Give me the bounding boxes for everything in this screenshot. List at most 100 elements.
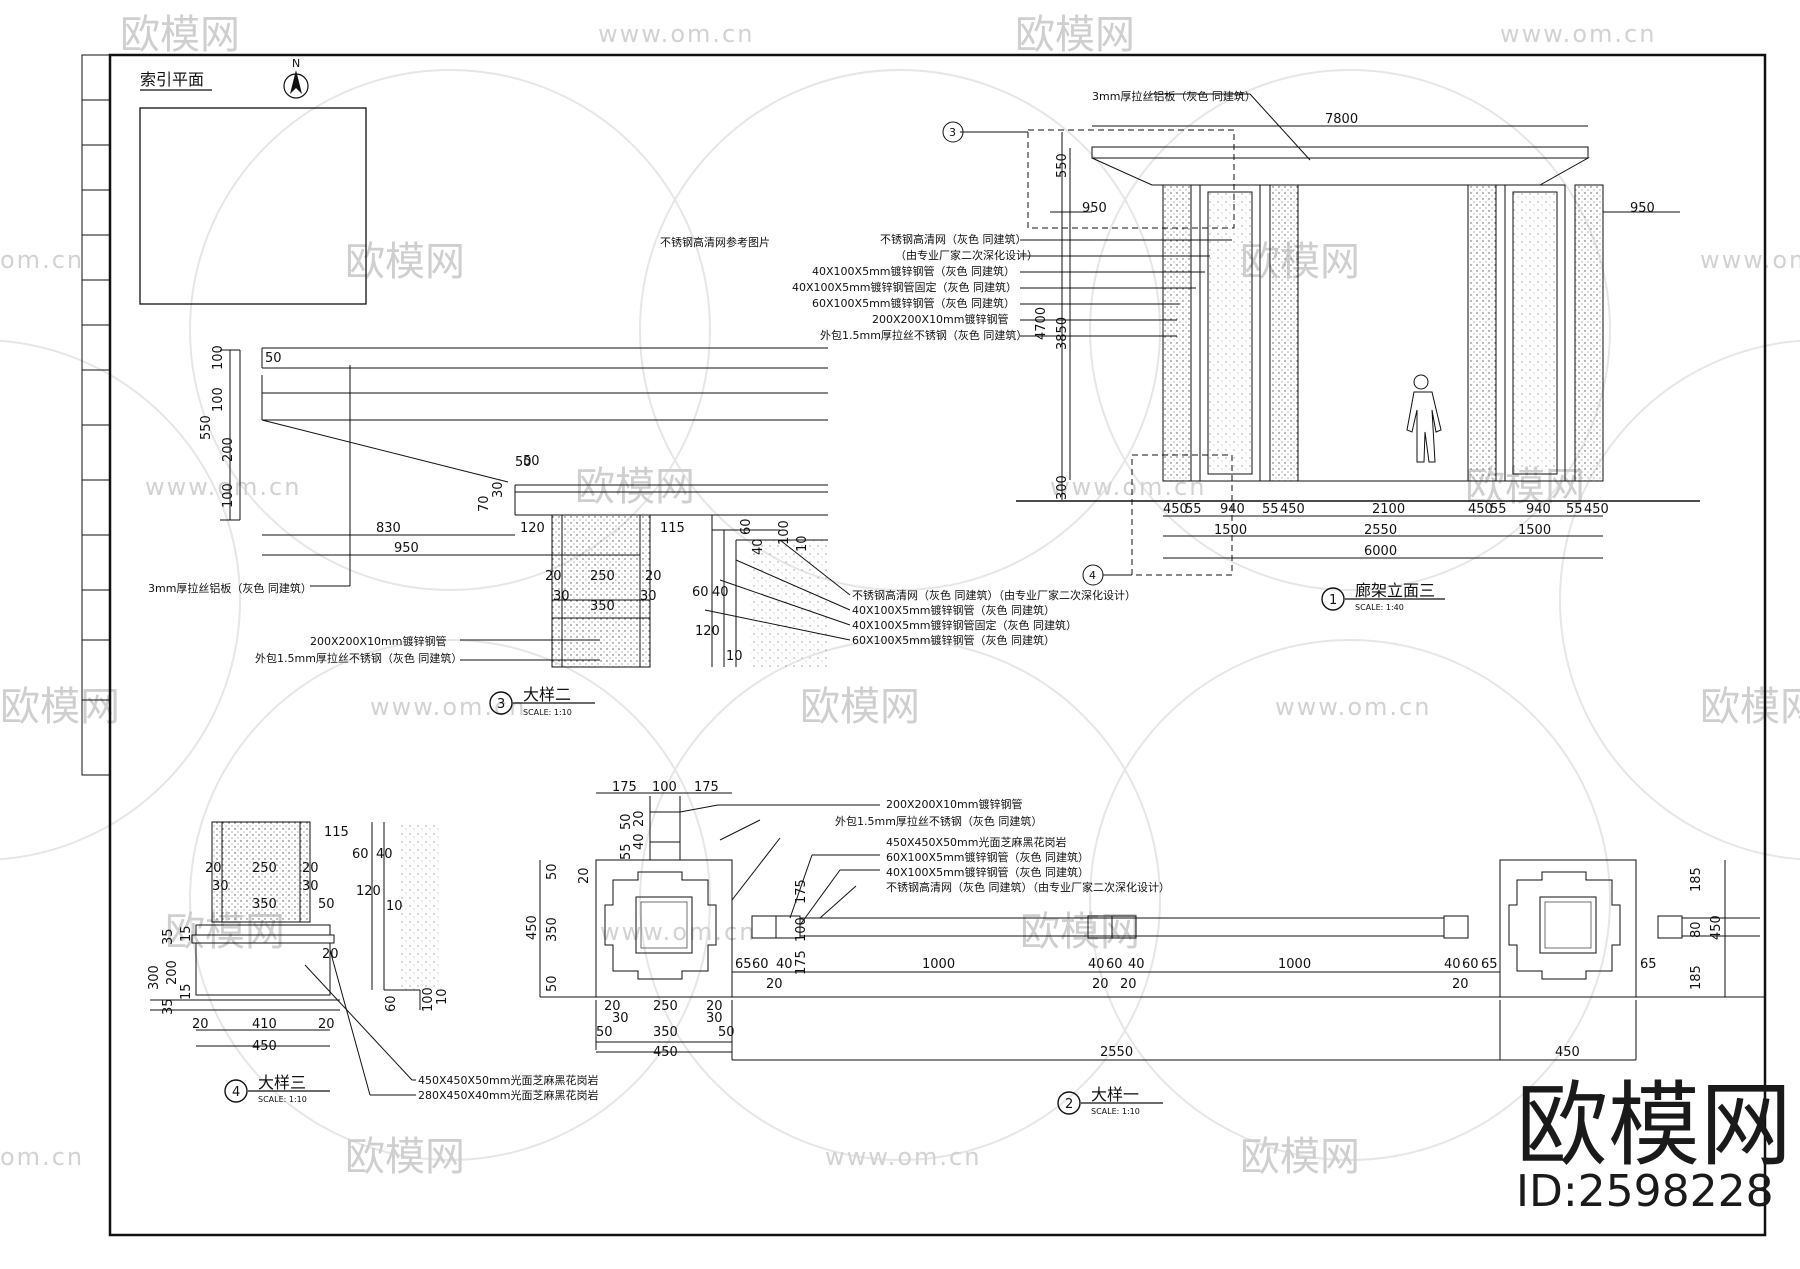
dim-label: 200: [165, 960, 180, 985]
dim-label: 2100: [1372, 502, 1405, 517]
section-marker-3: 3: [942, 121, 964, 143]
dim-label: 550: [1055, 153, 1070, 178]
dim-label: 1500: [1518, 523, 1551, 538]
detail-3-title: 3 大样二 SCALE: 1:10: [489, 685, 595, 717]
dim-label: 50: [545, 975, 560, 992]
dim-label: 30: [302, 879, 319, 894]
dim-label: 175: [794, 879, 809, 904]
watermark-site: www.om.cn: [370, 693, 526, 721]
watermark-site-partial: om.cn: [0, 246, 84, 274]
dim-label: 20: [766, 977, 783, 992]
sheet-frame: [81, 53, 1767, 1237]
dim-label: 100: [211, 345, 226, 370]
detail-title: 大样三: [258, 1073, 306, 1092]
dim-label: 350: [590, 599, 615, 614]
dim-label: 20: [192, 1017, 209, 1032]
callout-label: 外包1.5mm厚拉丝不锈钢（灰色 同建筑）: [820, 328, 1027, 342]
dim-label: 450: [653, 1045, 678, 1060]
dim-label: 15: [179, 925, 194, 942]
callout-label: 450X450X50mm光面芝麻黑花岗岩: [418, 1073, 599, 1087]
dim-label: 450: [1584, 502, 1609, 517]
callout-label: 不锈钢高清网（灰色 同建筑）（由专业厂家二次深化设计）: [852, 588, 1136, 602]
detail-number: 2: [1065, 1097, 1073, 1112]
dim-label: 950: [394, 541, 419, 556]
dim-label: 100: [221, 483, 236, 508]
dim-label: 20: [1092, 977, 1109, 992]
dim-label: 10: [726, 649, 743, 664]
dim-label: 450: [1163, 502, 1188, 517]
detail-2-title: 2 大样一 SCALE: 1:10: [1057, 1085, 1163, 1116]
dim-label: 55: [1185, 502, 1202, 517]
callout-label: 40X100X5mm镀锌钢管（灰色 同建筑）: [852, 603, 1055, 617]
human-scale-figure-icon: [1406, 374, 1442, 463]
dim-label: 120: [356, 884, 381, 899]
watermark-brand: 欧模网: [1240, 239, 1360, 285]
dim-label: 7800: [1325, 112, 1358, 127]
dim-label: 175: [694, 780, 719, 795]
dim-label: 10: [795, 535, 810, 552]
dim-label: 35: [161, 928, 176, 945]
section-marker-4: 4: [1082, 564, 1104, 586]
detail-title: 大样一: [1091, 1085, 1139, 1104]
callout-label: 3mm厚拉丝铝板（灰色 同建筑）: [148, 581, 312, 595]
dim-label: 120: [695, 624, 720, 639]
detail-3-dims: 100 100 550 200 100 50 50 70 30 830 120 …: [199, 345, 810, 664]
dim-label: 30: [612, 1011, 629, 1026]
watermark-site: www.om.cn: [145, 473, 301, 501]
dim-label: 55: [1490, 502, 1507, 517]
dim-label: 450: [1280, 502, 1305, 517]
dim-label: 40: [1088, 957, 1105, 972]
dim-label: 200: [221, 437, 236, 462]
dim-label: 10: [435, 988, 450, 1005]
dim-label: 450: [1555, 1045, 1580, 1060]
callout-label: 200X200X10mm镀锌钢管: [886, 797, 1023, 811]
svg-text:N: N: [292, 57, 300, 70]
dim-label: 60: [352, 847, 369, 862]
detail-4-drawing: [150, 821, 440, 1096]
dim-label: 940: [1526, 502, 1551, 517]
dim-label: 10: [386, 899, 403, 914]
dim-label: 30: [706, 1011, 723, 1026]
detail-title: 大样二: [523, 685, 571, 704]
callout-label: 60X100X5mm镀锌钢管（灰色 同建筑）: [852, 633, 1055, 647]
detail-number: 1: [1329, 593, 1337, 608]
callout-label: 40X100X5mm镀锌钢管固定（灰色 同建筑）: [792, 280, 1017, 294]
dim-label: 100: [652, 780, 677, 795]
dim-label: 20: [706, 999, 723, 1014]
reference-note: 不锈钢高清网参考图片: [660, 235, 770, 249]
index-plan: 索引平面 N 不锈钢高清网参考图片: [139, 57, 770, 305]
dim-label: 50: [523, 454, 540, 469]
dim-label: 60: [739, 518, 754, 535]
watermark-brand: 欧模网: [345, 1134, 465, 1180]
svg-text:4: 4: [1089, 569, 1096, 582]
dim-label: 30: [640, 589, 657, 604]
dim-label: 40: [1128, 957, 1145, 972]
detail-title: 廊架立面三: [1355, 581, 1435, 600]
watermark-site: www.om.cn: [1700, 246, 1800, 274]
watermark-arcs: [0, 69, 1800, 1161]
dim-label: 20: [302, 861, 319, 876]
watermark-layer: 欧模网 www.om.cn 欧模网 www.om.cn om.cn 欧模网 欧模…: [0, 12, 1800, 1180]
dim-label: 65: [1481, 957, 1498, 972]
dim-label: 40: [632, 833, 647, 850]
dim-label: 1000: [922, 957, 955, 972]
detail-2-dims: 175 100 175 50 20 40 55 50 450 350 50 20…: [525, 780, 1724, 1060]
dim-label: 1000: [1278, 957, 1311, 972]
dim-label: 185: [1689, 867, 1704, 892]
dim-label: 20: [545, 569, 562, 584]
svg-text:3: 3: [949, 126, 956, 139]
callout-label: 不锈钢高清网（灰色 同建筑）（由专业厂家二次深化设计）: [886, 880, 1170, 894]
callout-label: 200X200X10mm镀锌钢管: [310, 634, 447, 648]
dim-label: 300: [147, 965, 162, 990]
watermark-brand: 欧模网: [1240, 1134, 1360, 1180]
callout-label: 不锈钢高清网（灰色 同建筑）: [880, 232, 1027, 246]
dim-label: 50: [318, 897, 335, 912]
dim-label: 950: [1082, 201, 1107, 216]
callout-label: 40X100X5mm镀锌钢管固定（灰色 同建筑）: [852, 618, 1077, 632]
watermark-brand: 欧模网: [1020, 909, 1140, 955]
dim-label: 450: [252, 1039, 277, 1054]
dim-label: 410: [252, 1017, 277, 1032]
dim-label: 20: [318, 1017, 335, 1032]
dim-label: 20: [604, 999, 621, 1014]
